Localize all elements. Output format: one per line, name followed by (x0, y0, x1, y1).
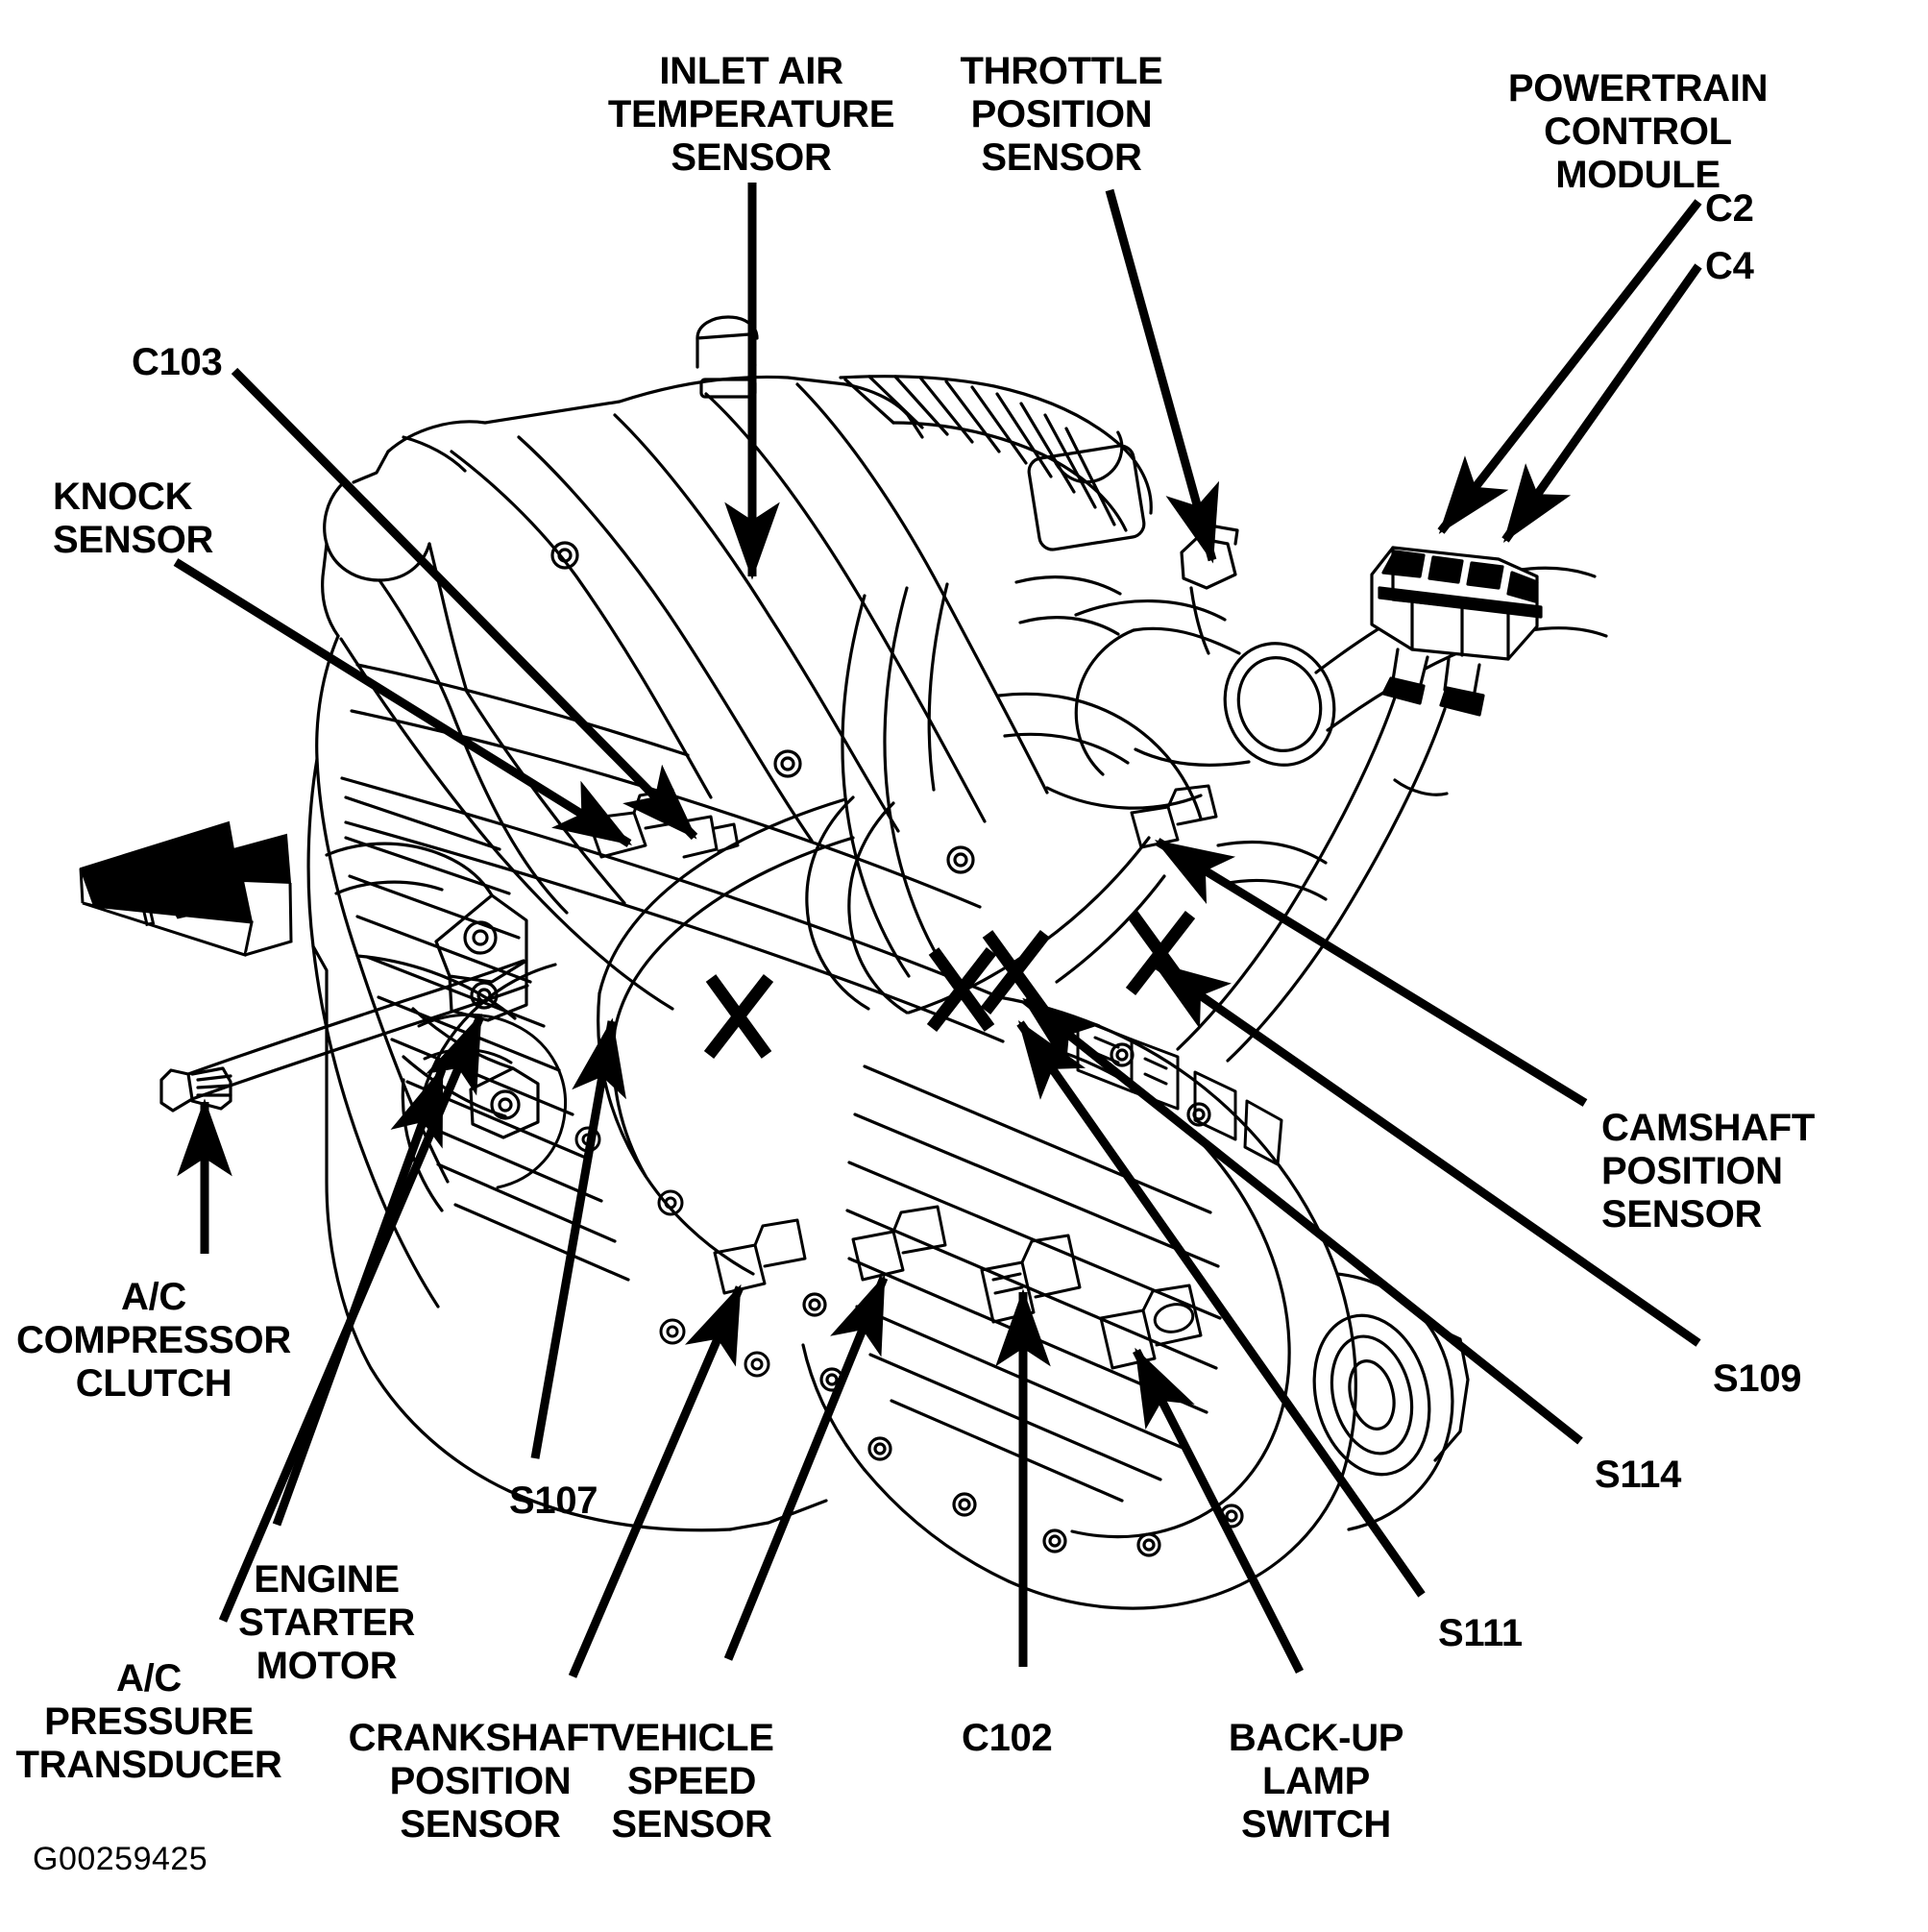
intake-manifold (321, 315, 1153, 1011)
label-engine-starter-motor: ENGINE STARTER MOTOR (238, 1558, 415, 1687)
splice-marker-1 (703, 974, 774, 1059)
label-c103: C103 (132, 341, 223, 383)
splice-marker-2 (926, 947, 997, 1032)
leader-c103 (231, 367, 698, 841)
label-c102: C102 (962, 1717, 1053, 1759)
leader-knock-sensor (173, 558, 633, 847)
label-ac-pressure-transducer: A/C PRESSURE TRANSDUCER (15, 1657, 282, 1786)
label-camshaft-position-sensor: CAMSHAFT POSITION SENSOR (1601, 1107, 1816, 1235)
leader-s107 (530, 1017, 626, 1459)
pcm-connector (1176, 546, 1543, 1063)
leader-throttle-position-sensor (1105, 188, 1220, 564)
label-c4: C4 (1705, 245, 1754, 287)
leader-camshaft-position-sensor (1154, 838, 1588, 1107)
fwd-orientation-arrow: FWD (79, 820, 293, 957)
label-crankshaft-position-sensor: CRANKSHAFT POSITION SENSOR (348, 1717, 613, 1846)
leader-ac-pressure-transducer (218, 1013, 485, 1623)
label-s107: S107 (509, 1480, 598, 1522)
label-s111: S111 (1438, 1612, 1523, 1654)
engine-assembly-illustration (159, 315, 1608, 1610)
connectors-and-sensors (417, 784, 1218, 1378)
ac-compressor-bracket (325, 842, 540, 1139)
label-powertrain-control-module: POWERTRAIN CONTROL MODULE (1507, 67, 1769, 196)
label-knock-sensor: KNOCK SENSOR (53, 476, 214, 561)
leader-c2 (1437, 199, 1702, 534)
engine-block (306, 634, 1005, 1532)
leader-lines (173, 183, 1702, 1678)
splice-marker-3 (980, 930, 1051, 1015)
label-throttle-position-sensor: THROTTLE POSITION SENSOR (960, 50, 1163, 179)
label-ac-compressor-clutch: A/C COMPRESSOR CLUTCH (16, 1276, 291, 1405)
leader-back-up-lamp-switch (1132, 1347, 1305, 1675)
label-vehicle-speed-sensor: VEHICLE SPEED SENSOR (609, 1717, 774, 1846)
wiring-harness (597, 575, 1328, 1276)
figure-id: G00259425 (33, 1841, 208, 1877)
label-s109: S109 (1713, 1357, 1802, 1400)
leader-s111 (1016, 1020, 1426, 1598)
leader-crankshaft-position-sensor (568, 1284, 744, 1678)
label-c2: C2 (1705, 187, 1754, 230)
label-back-up-lamp-switch: BACK-UP LAMP SWITCH (1228, 1717, 1404, 1846)
ac-pressure-transducer-lead (159, 959, 529, 1113)
leader-s114 (1022, 996, 1583, 1445)
leader-c4 (1501, 263, 1702, 543)
label-s114: S114 (1595, 1454, 1682, 1496)
leader-vehicle-speed-sensor (723, 1274, 889, 1661)
leader-s109 (1152, 960, 1701, 1347)
label-inlet-air-temperature-sensor: INLET AIR TEMPERATURE SENSOR (607, 50, 895, 179)
